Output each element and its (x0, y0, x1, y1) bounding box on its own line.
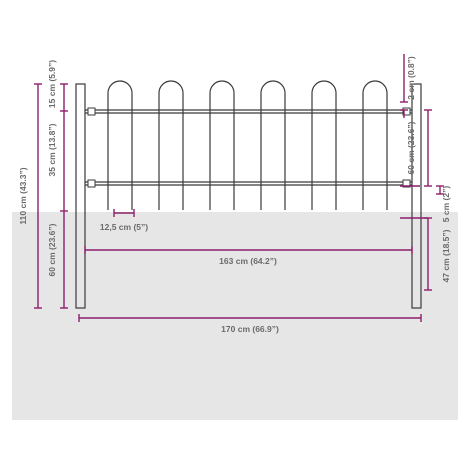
hoop-1 (107, 80, 133, 210)
clamp (402, 107, 411, 116)
rail-clamps (87, 107, 411, 188)
left-post (75, 83, 86, 309)
hoop-5 (311, 80, 337, 210)
bar-gap-label: 2 cm (0.8”) (406, 56, 416, 100)
fence-rails (85, 109, 412, 186)
dimension-lines (34, 54, 444, 322)
hoop-2 (158, 80, 184, 210)
total-height-label: 110 cm (43.3”) (18, 167, 28, 224)
inner-width-label: 163 cm (64.2”) (219, 256, 277, 266)
bottom-gap-label: 5 cm (2”) (441, 186, 451, 223)
panel-height-label: 60 cm (23.6”) (406, 121, 416, 174)
clamp (87, 107, 96, 116)
right-post (411, 83, 422, 309)
hoop-3 (209, 80, 235, 210)
ground-clearance-label: 47 cm (18.5”) (441, 229, 451, 282)
clamp (87, 179, 96, 188)
fence-hoops (107, 80, 388, 210)
picket-spacing-label: 12,5 cm (5”) (100, 222, 148, 232)
ground-area (12, 212, 458, 420)
clamp (402, 179, 411, 188)
outer-width-label: 170 cm (66.9”) (221, 324, 279, 334)
hoop-6 (362, 80, 388, 210)
fence-posts (75, 83, 422, 309)
below-ground-label: 60 cm (23.6”) (47, 223, 57, 276)
loop-height-label: 15 cm (5.9”) (47, 60, 57, 108)
hoop-4 (260, 80, 286, 210)
top-section-label: 35 cm (13.8”) (47, 123, 57, 176)
